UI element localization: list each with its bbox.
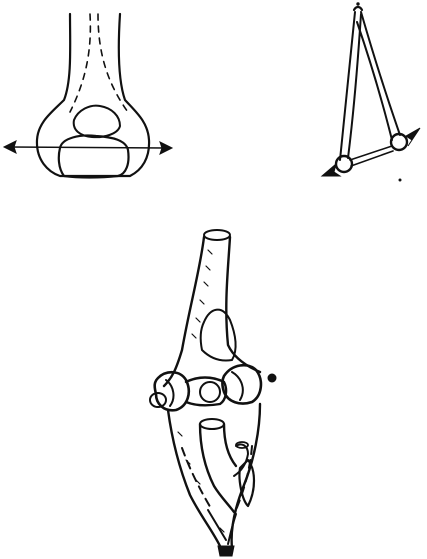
arrowhead-left-icon bbox=[4, 141, 16, 153]
right-tip bbox=[268, 374, 276, 382]
left-strut-inner bbox=[348, 14, 361, 158]
lower-arm-left bbox=[208, 510, 226, 540]
tibia-right-edge bbox=[232, 404, 260, 548]
strut-triangle-figure bbox=[300, 0, 427, 200]
femur-left-edge bbox=[164, 237, 204, 386]
arrowhead-right-icon bbox=[160, 142, 172, 154]
lower-block bbox=[59, 136, 129, 178]
stub-top bbox=[200, 419, 224, 429]
speckle bbox=[399, 179, 401, 181]
upper-block bbox=[74, 106, 120, 138]
femur-cap bbox=[204, 230, 230, 240]
right-strut-inner bbox=[357, 22, 392, 140]
dashed-left-inner bbox=[182, 448, 212, 510]
upper-window bbox=[201, 310, 236, 361]
central-knob bbox=[200, 382, 220, 402]
bone-end-drawing bbox=[0, 0, 200, 200]
speckle bbox=[357, 3, 359, 5]
strut-triangle-drawing bbox=[300, 0, 427, 200]
left-strut-outer bbox=[340, 12, 355, 160]
bone-outline bbox=[37, 14, 149, 176]
right-lower-lobe bbox=[239, 460, 254, 506]
small-tube bbox=[234, 444, 248, 476]
femur-right-edge bbox=[226, 237, 260, 372]
knee-joint-figure bbox=[120, 210, 300, 559]
right-strut-outer bbox=[361, 12, 400, 135]
knee-joint-drawing bbox=[120, 210, 300, 559]
stub-right-edge bbox=[224, 424, 236, 466]
apex bbox=[354, 7, 362, 10]
right-condyle-shade bbox=[232, 372, 243, 400]
bottom-tip bbox=[218, 546, 234, 556]
lower-joint-circle bbox=[336, 156, 352, 172]
bone-end-figure bbox=[0, 0, 200, 200]
dashed-line-left bbox=[70, 14, 90, 112]
upper-joint-circle bbox=[391, 134, 407, 150]
horizontal-arrow-line bbox=[10, 147, 165, 148]
